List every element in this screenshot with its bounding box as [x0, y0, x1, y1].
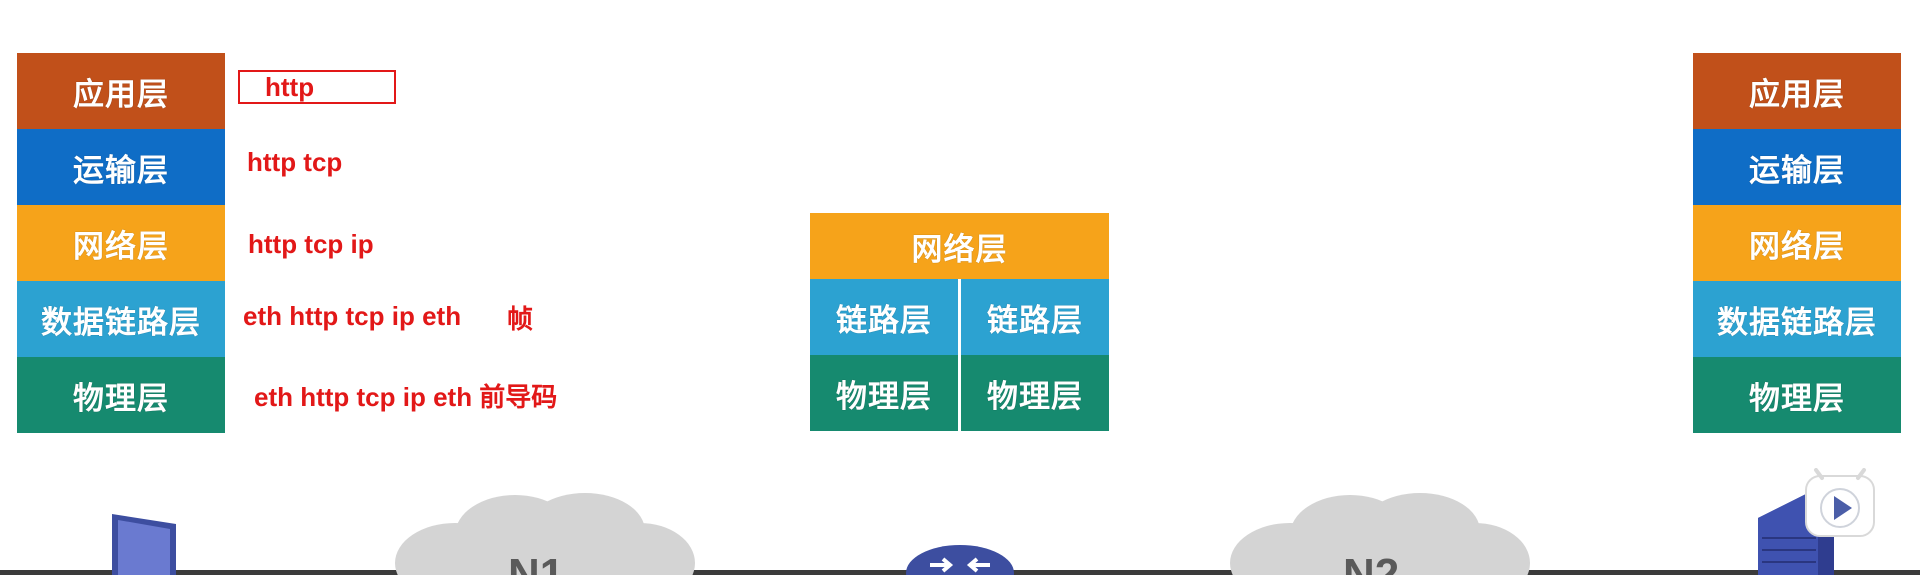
annotation-frame: 帧: [507, 304, 534, 334]
annotation-transport: http tcp: [247, 147, 343, 177]
router-physical-layer-right: 物理层: [958, 355, 1109, 431]
left-datalink-layer: 数据链路层: [17, 281, 225, 357]
cloud-n1-icon: [395, 493, 695, 575]
router-network-layer: 网络层: [810, 213, 1109, 279]
network-n2-label: N2: [1343, 550, 1400, 575]
right-physical-layer: 物理层: [1693, 357, 1901, 433]
right-datalink-layer: 数据链路层: [1693, 281, 1901, 357]
router-stack: 网络层 链路层 链路层 物理层 物理层: [810, 213, 1109, 431]
router-link-layer-left: 链路层: [810, 279, 958, 355]
left-network-layer: 网络层: [17, 205, 225, 281]
computer-icon: [112, 514, 176, 575]
right-host-stack: 应用层 运输层 网络层 数据链路层 物理层: [1693, 53, 1901, 433]
left-host-stack: 应用层 运输层 网络层 数据链路层 物理层: [17, 53, 225, 433]
network-n1-label: N1: [508, 550, 565, 575]
right-network-layer: 网络层: [1693, 205, 1901, 281]
annotation-datalink: eth http tcp ip eth: [243, 301, 462, 331]
annotation-application: http: [238, 70, 396, 104]
right-transport-layer: 运输层: [1693, 129, 1901, 205]
router-icon: [906, 545, 1014, 575]
annotation-network: http tcp ip: [248, 229, 374, 259]
cloud-n2-icon: [1230, 493, 1530, 575]
left-application-layer: 应用层: [17, 53, 225, 129]
router-physical-layer-left: 物理层: [810, 355, 958, 431]
left-transport-layer: 运输层: [17, 129, 225, 205]
annotation-physical: eth http tcp ip eth 前导码: [254, 382, 558, 412]
router-physical-row: 物理层 物理层: [810, 355, 1109, 431]
router-link-layer-right: 链路层: [958, 279, 1109, 355]
left-physical-layer: 物理层: [17, 357, 225, 433]
annotation-application-text: http: [265, 71, 315, 102]
play-icon[interactable]: [1804, 468, 1876, 538]
router-link-row: 链路层 链路层: [810, 279, 1109, 355]
right-application-layer: 应用层: [1693, 53, 1901, 129]
